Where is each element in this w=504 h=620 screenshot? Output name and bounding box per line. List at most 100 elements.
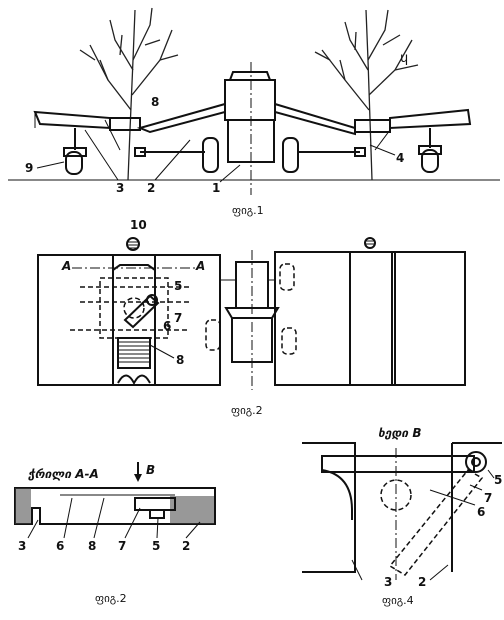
leader-3-sec [27,519,39,539]
label-5: 5 [174,279,182,293]
leader-8-sec [93,497,105,539]
tractor-cab-roof [229,71,271,81]
tractor-wheel-left [202,137,219,173]
right-inner-tray [274,102,356,136]
leader-7-sec [124,507,141,539]
left-outer-tray [33,110,111,130]
section-mark-a-left: A [61,259,71,273]
hidden-wheel-1 [279,263,295,291]
hidden-wheel-2 [205,319,221,351]
label-8-sec: 8 [88,539,96,553]
left-catcher [109,117,141,131]
leader-6-fig4 [429,489,476,506]
label-8: 8 [151,95,159,109]
left-inner-tray [136,102,226,134]
wall-3-curve [321,469,353,520]
figure-2b-caption: ფიგ.2 [95,592,127,605]
label-2-sec: 2 [182,539,190,553]
leader-1 [219,164,241,183]
label-7: 7 [174,311,182,325]
leader-3-fig4 [351,559,363,581]
leader-2-sec [185,521,201,539]
label-3-sec: 3 [18,539,26,553]
tractor-wheel-right [282,137,299,173]
coil [117,374,151,386]
figure-4-view-b: ხედი B 5 7 6 3 2 ფიგ.4 [302,426,502,607]
left-tree-illustration [79,7,179,181]
view-arrow-label: B [146,463,155,477]
hidden-box [99,277,169,339]
wall-3 [302,442,356,573]
right-caster-wheel [421,149,439,173]
figure-1: ɥ 8 9 3 2 [8,7,500,217]
hidden-circle [123,297,145,319]
right-outer-tray [389,108,472,130]
right-tray-panel [274,251,466,386]
tractor-cab [224,79,276,121]
lever-bar [321,455,475,473]
ball-right [364,237,376,249]
hidden-wheel-3 [281,327,297,355]
leader-9 [36,161,65,169]
leader-3 [84,129,119,181]
view-arrow-head [134,474,142,482]
leader-4 [369,144,396,156]
left-shaft-coupling [134,147,146,157]
right-tree-illustration [314,9,419,181]
leader-2-fig4 [429,564,449,581]
figure-2-section-aa: ჭრილი A-A B 3 6 8 7 5 2 ფიგ.2 [14,462,216,605]
label-10: 10 [130,218,147,232]
label-3: 3 [116,181,124,195]
section-hatch-left [15,488,31,524]
label-6: 6 [163,319,171,333]
hidden-hub [380,479,412,511]
slat-box [117,337,151,369]
pivot-axle [471,457,481,467]
label-8-fig2: 8 [176,353,184,367]
figure-2-top-view: 10 A A [37,218,466,417]
pivot-section [149,509,165,519]
label-7-fig4: 7 [484,491,492,505]
label-2: 2 [147,181,155,195]
label-4: 4 [396,151,404,165]
leader-6-sec [63,497,73,539]
label-1: 1 [212,181,220,195]
section-mark-a-right: A [195,259,205,273]
label-5-sec: 5 [152,539,160,553]
leader-2 [154,139,191,181]
right-shaft-coupling [354,147,366,157]
leader-5-fig4 [487,469,495,479]
label-5-fig4: 5 [494,473,502,487]
left-tray-panel [37,254,221,386]
label-3-fig4: 3 [384,575,392,589]
right-caster-fork [418,145,442,155]
label-6-fig4: 6 [477,505,485,519]
lever-section [134,497,176,511]
leader-8-fig2 [149,344,175,359]
label-9: 9 [25,161,33,175]
right-panel-slats [349,252,396,385]
ball-10 [126,237,140,251]
section-title: ჭრილი A-A [27,467,99,481]
pivot-wheel [465,451,487,473]
tree-mark-label: ɥ [400,51,408,66]
figure-1-caption: ფიგ.1 [232,204,264,217]
left-strut [104,119,121,151]
section-hatch-right [170,496,214,524]
label-6-sec: 6 [56,539,64,553]
figure-4-caption: ფიგ.4 [382,594,414,607]
lever-7 [123,294,160,329]
leader-5-sec [156,517,159,539]
label-7-sec: 7 [118,539,126,553]
leader-7-fig4 [469,484,483,491]
left-caster-wheel [65,151,83,175]
slats-8 [117,337,151,386]
figure-2-caption: ფიგ.2 [231,404,263,417]
right-strut [374,129,391,151]
left-caster-fork [63,147,87,157]
label-2-fig4: 2 [418,575,426,589]
right-catcher [354,119,391,133]
lever-pivot [146,294,158,306]
plate-6-hidden [388,469,484,576]
